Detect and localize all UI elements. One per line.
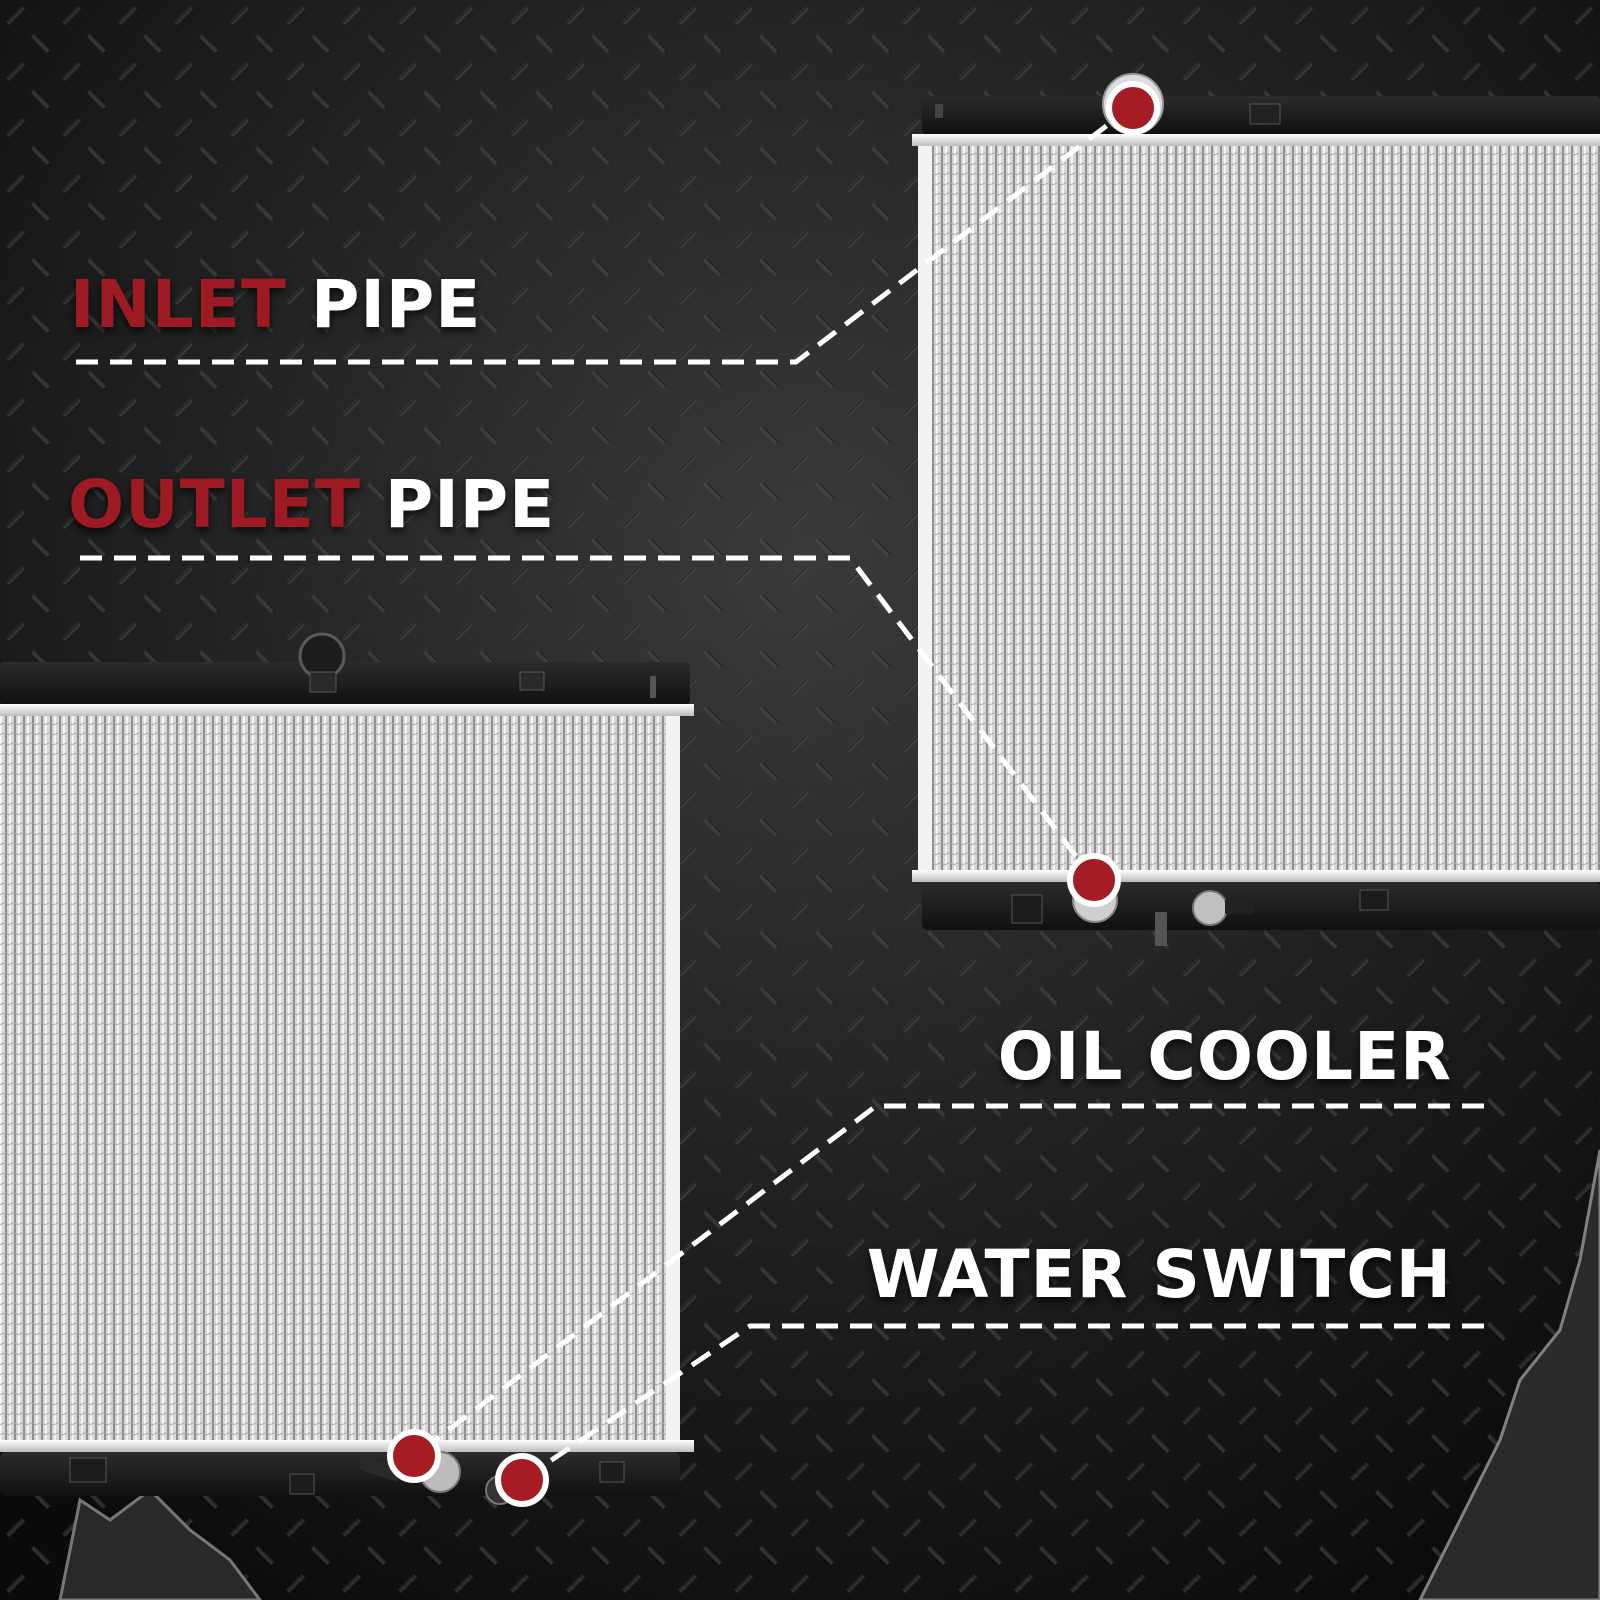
oil-cooler-marker [387, 1429, 441, 1483]
inlet-marker [1106, 81, 1160, 135]
inlet-accent-text: INLET [70, 266, 287, 343]
oil-cooler-text: OIL COOLER [997, 1018, 1452, 1095]
radiator-left [0, 632, 694, 1505]
water-switch-label: WATER SWITCH [867, 1242, 1452, 1308]
inlet-pipe-label: INLET PIPE [70, 272, 481, 338]
outlet-rest-text: PIPE [360, 466, 556, 543]
outlet-leader-line [80, 555, 1096, 882]
torn-edge-left [58, 1488, 262, 1600]
radiator-right [912, 73, 1600, 946]
outlet-marker [1067, 853, 1121, 907]
outlet-pipe-label: OUTLET PIPE [68, 472, 555, 538]
inlet-rest-text: PIPE [286, 266, 482, 343]
water-switch-leader-line [520, 1323, 1484, 1483]
oil-cooler-leader-line [412, 1103, 1484, 1458]
water-switch-marker [495, 1453, 549, 1507]
outlet-accent-text: OUTLET [68, 466, 361, 543]
inlet-leader-line [76, 106, 1132, 365]
water-switch-text: WATER SWITCH [866, 1236, 1452, 1313]
oil-cooler-label: OIL COOLER [998, 1024, 1452, 1090]
torn-edge-right [1418, 1149, 1600, 1600]
